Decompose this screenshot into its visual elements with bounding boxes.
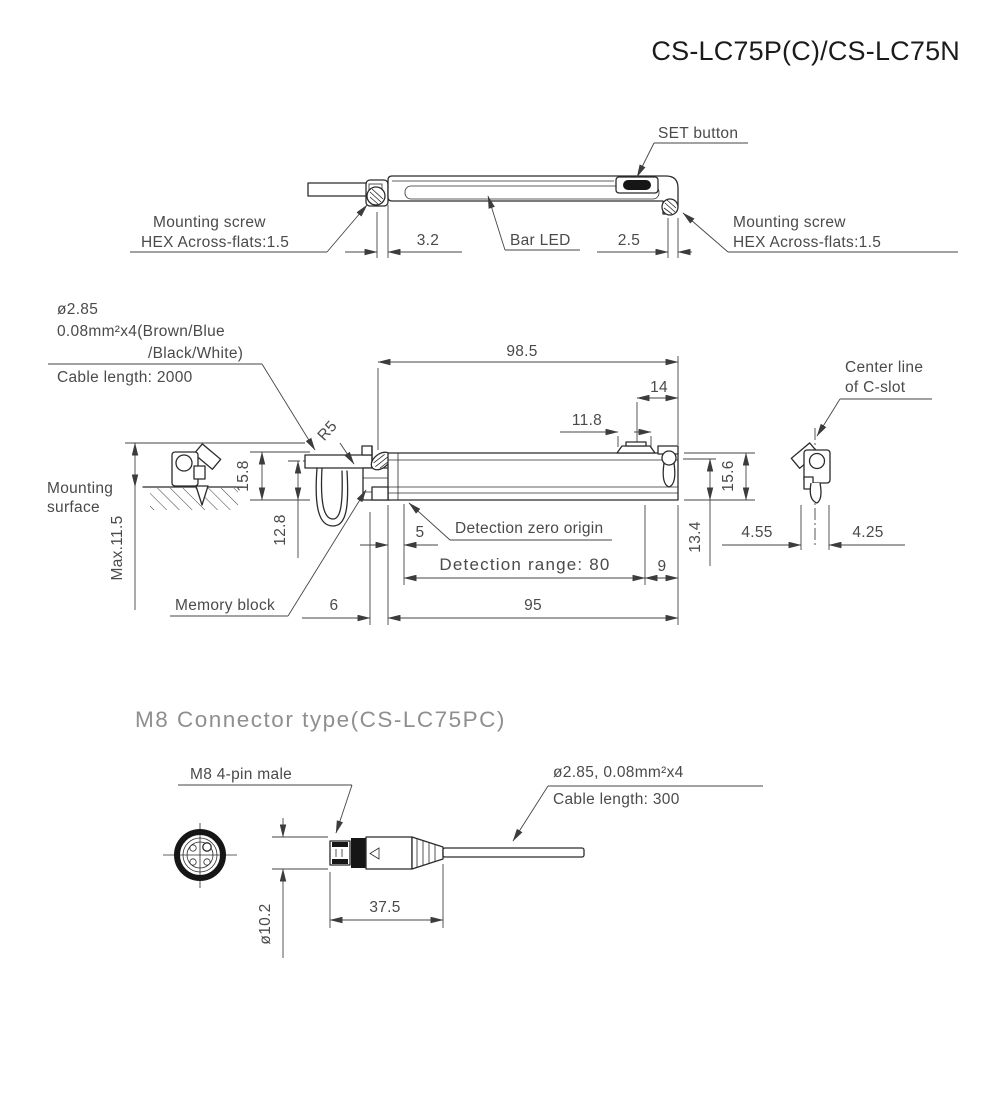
dim-diameter: ø10.2	[257, 903, 274, 944]
dimension-3-2: 3.2	[345, 205, 462, 258]
top-view-left-screw	[365, 179, 389, 207]
dimension-4-55: 4.55	[722, 505, 802, 550]
side-view-cable	[304, 454, 373, 469]
pin-1	[189, 844, 197, 852]
mounting-screw-left-line2: HEX Across-flats:1.5	[141, 234, 289, 251]
memory-cable-loop	[315, 467, 349, 527]
dimension-max-11-5: Max.11.5	[109, 442, 305, 610]
mounting-screw-right-line2: HEX Across-flats:1.5	[733, 234, 881, 251]
dim-9: 9	[658, 558, 667, 575]
dim-14: 14	[650, 379, 668, 396]
pin-4	[202, 842, 212, 852]
mounting-screw-left-line1: Mounting screw	[153, 214, 266, 231]
dim-37-5: 37.5	[369, 899, 400, 916]
dim-13-4: 13.4	[687, 521, 704, 552]
connector-cable-callout: ø2.85, 0.08mm²x4 Cable length: 300	[512, 764, 763, 842]
top-view-right-screw	[661, 198, 679, 216]
cable-spec-line1: ø2.85	[57, 301, 98, 318]
dimension-14: 14	[636, 379, 679, 443]
detection-zero-label: Detection zero origin	[455, 520, 603, 537]
connector-cable-length: Cable length: 300	[553, 791, 680, 808]
dim-95: 95	[524, 597, 542, 614]
pin-3	[203, 858, 211, 866]
dimension-5: 5	[360, 504, 438, 625]
dim-12-8: 12.8	[272, 514, 289, 545]
center-line-line2: of C-slot	[845, 379, 906, 396]
dimension-2-5: 2.5	[597, 218, 692, 258]
dim-6: 6	[330, 597, 339, 614]
top-view-body	[387, 175, 679, 216]
pin-label-callout: M8 4-pin male	[178, 766, 353, 834]
center-line-line1: Center line	[845, 359, 923, 376]
dimension-12-8: 12.8	[272, 460, 302, 558]
mounting-surface-line2: surface	[47, 499, 100, 516]
connector-cable	[442, 847, 585, 858]
detection-zero-callout: Detection zero origin	[408, 502, 612, 541]
dimension-9: 9	[644, 505, 679, 625]
alignment-triangle	[369, 847, 380, 860]
connector-section-title: M8 Connector type(CS-LC75PC)	[135, 707, 506, 732]
connector-cable-spec: ø2.85, 0.08mm²x4	[553, 764, 684, 781]
dim-15-6: 15.6	[720, 460, 737, 491]
mounting-screw-right-line1: Mounting screw	[733, 214, 846, 231]
dim-3-2: 3.2	[417, 232, 439, 249]
mounting-surface-line1: Mounting	[47, 480, 113, 497]
dim-15-8: 15.8	[235, 460, 252, 491]
dimension-15-6: 15.6	[684, 452, 755, 501]
dim-max-11-5: Max.11.5	[109, 515, 126, 580]
dim-4-55: 4.55	[741, 524, 772, 541]
dimension-13-4: 13.4	[683, 458, 716, 566]
top-view-cable	[307, 182, 371, 197]
top-view: SET button Mounting screw HEX Across-fla…	[130, 125, 958, 258]
memory-block-callout: Memory block	[170, 489, 367, 617]
connector-side-view	[329, 836, 585, 870]
mounting-screw-left-callout: Mounting screw HEX Across-flats:1.5	[130, 204, 368, 253]
side-view-set-bump	[616, 441, 656, 454]
set-button	[615, 176, 659, 194]
dimension-10-2: ø10.2	[257, 818, 328, 958]
bar-led-callout: Bar LED	[487, 195, 580, 251]
dimension-detection-range: Detection range: 80	[403, 505, 646, 585]
dimension-4-25: 4.25	[828, 505, 905, 550]
side-view-body	[288, 441, 679, 527]
dim-r5: R5	[315, 418, 341, 445]
dimension-37-5: 37.5	[329, 864, 444, 928]
dimension-11-8: 11.8	[560, 412, 652, 447]
side-view-right-screw	[657, 445, 679, 488]
pin-label: M8 4-pin male	[190, 766, 292, 783]
memory-block-label: Memory block	[175, 597, 275, 614]
connector-section: M8 Connector type(CS-LC75PC) M8 4-pin ma…	[135, 707, 763, 958]
dim-98-5: 98.5	[506, 343, 537, 360]
cable-length-label: Cable length: 2000	[57, 369, 193, 386]
bar-led-label: Bar LED	[510, 232, 571, 249]
mounting-end-view	[142, 443, 244, 510]
side-view: ø2.85 0.08mm²x4(Brown/Blue /Black/White)…	[47, 301, 932, 625]
dimension-6: 6	[302, 512, 371, 625]
cable-spec-line3: /Black/White)	[148, 345, 243, 362]
dim-5: 5	[416, 524, 425, 541]
center-line-callout: Center line of C-slot	[816, 359, 932, 437]
dimension-15-8: 15.8	[235, 451, 310, 501]
mounting-screw-right-callout: Mounting screw HEX Across-flats:1.5	[682, 212, 958, 253]
connector-front-view	[163, 823, 237, 888]
dimension-95: 95	[387, 597, 679, 622]
pin-2	[189, 858, 197, 866]
dim-2-5: 2.5	[618, 232, 640, 249]
cable-spec-callout: ø2.85 0.08mm²x4(Brown/Blue /Black/White)…	[48, 301, 316, 451]
c-slot-end-view	[790, 428, 831, 548]
bar-led	[404, 185, 660, 200]
dim-11-8: 11.8	[572, 412, 602, 429]
cable-spec-line2: 0.08mm²x4(Brown/Blue	[57, 323, 225, 340]
dim-4-25: 4.25	[852, 524, 883, 541]
detection-range-label: Detection range: 80	[439, 555, 610, 574]
page-title: CS-LC75P(C)/CS-LC75N	[651, 36, 960, 66]
dimension-98-5: 98.5	[377, 343, 679, 450]
set-button-callout: SET button	[636, 125, 748, 178]
set-button-label: SET button	[658, 125, 738, 142]
